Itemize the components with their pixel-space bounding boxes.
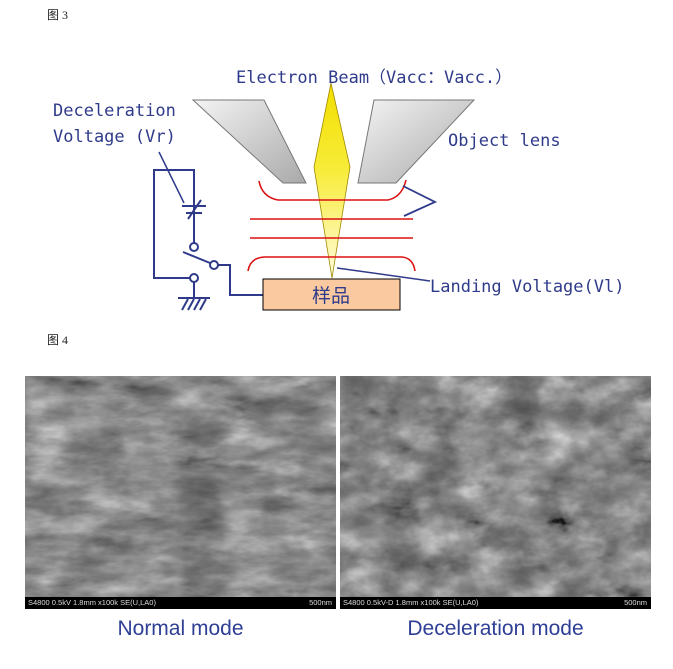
landing-pointer-arrow <box>336 267 431 282</box>
sem-image-deceleration: S4800 0.5kV-D 1.8mm x100k SE(U,LA0) 500nm <box>340 376 651 609</box>
sample-label: 样品 <box>312 285 350 307</box>
electrode-top <box>258 179 407 201</box>
sem-info: S4800 0.5kV-D 1.8mm x100k SE(U,LA0) <box>343 598 479 607</box>
object-lens-label: Object lens <box>448 131 561 151</box>
sem-deceleration-diagram: 样品 Electron Beam（Vacc：Vacc.） Deceleratio… <box>53 68 624 311</box>
deceleration-label-1: Deceleration <box>53 101 176 121</box>
figure-3-label: 图 3 <box>47 8 69 22</box>
electron-beam <box>313 82 351 279</box>
sem-info-bar: S4800 0.5kV 1.8mm x100k SE(U,LA0) 500nm <box>25 597 336 609</box>
figure-4-label: 图 4 <box>47 333 69 347</box>
sem-texture <box>25 376 336 609</box>
electron-beam-label: Electron Beam（Vacc：Vacc.） <box>236 68 512 88</box>
objective-lens-right <box>357 99 476 184</box>
objective-lens-left <box>191 99 307 184</box>
sem-texture <box>340 376 651 609</box>
scale-bar-label: 500nm <box>309 598 332 607</box>
caption-deceleration-mode: Deceleration mode <box>407 617 584 640</box>
sem-info: S4800 0.5kV 1.8mm x100k SE(U,LA0) <box>28 598 156 607</box>
sem-info-bar: S4800 0.5kV-D 1.8mm x100k SE(U,LA0) 500nm <box>340 597 651 609</box>
landing-voltage-label: Landing Voltage(Vl) <box>430 277 624 297</box>
caption-normal-mode: Normal mode <box>117 617 244 640</box>
electrode-bottom <box>247 256 416 272</box>
voltage-pointer-arrow <box>158 151 185 204</box>
deceleration-label-2: Voltage (Vr) <box>53 127 176 147</box>
sem-image-normal: S4800 0.5kV 1.8mm x100k SE(U,LA0) 500nm <box>25 376 336 609</box>
deceleration-circuit <box>153 169 263 311</box>
scale-bar-label: 500nm <box>624 598 647 607</box>
sample-block <box>262 278 401 311</box>
lens-pointer-arrow <box>402 185 438 217</box>
